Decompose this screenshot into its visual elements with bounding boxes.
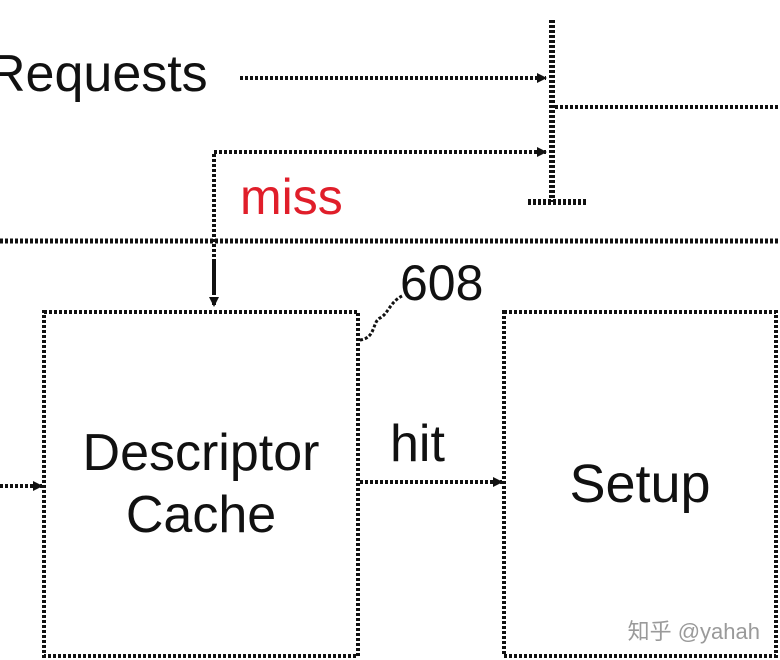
requests-label: Requests [0, 45, 208, 103]
descriptor-cache-line2: Cache [125, 486, 277, 544]
reference-leader-line [359, 294, 403, 342]
miss-feedback-path [212, 147, 547, 292]
descriptor-cache-line1: Descriptor [82, 423, 320, 482]
miss-label: miss [240, 169, 343, 225]
reference-number-608: 608 [400, 255, 484, 311]
setup-label: Setup [504, 312, 776, 656]
hit-label: hit [390, 415, 445, 473]
setup-text: Setup [569, 453, 711, 514]
descriptor-cache-box [42, 310, 360, 658]
setup-box [502, 310, 778, 658]
descriptor-cache-label: Descriptor Cache [44, 312, 358, 656]
watermark: 知乎 @yahah [627, 619, 760, 644]
